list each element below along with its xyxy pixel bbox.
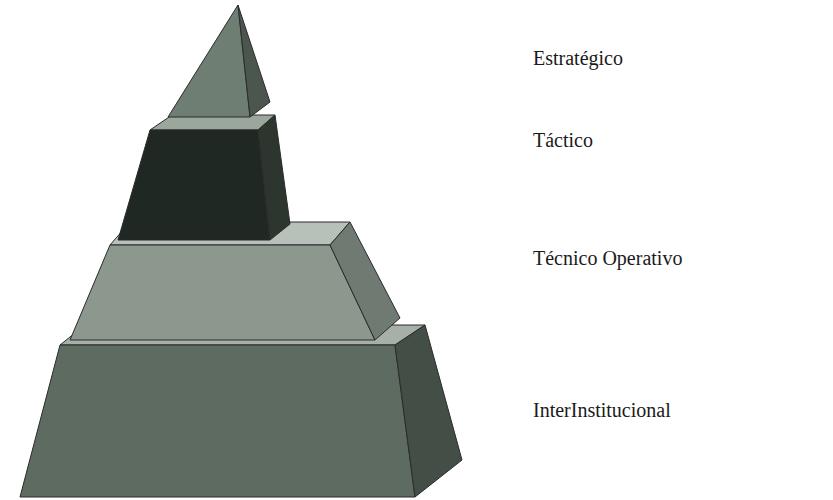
level-label: Técnico Operativo — [533, 246, 682, 270]
level-label: Estratégico — [533, 46, 623, 70]
level-label: InterInstitucional — [533, 398, 671, 422]
level-label: Táctico — [533, 128, 593, 152]
